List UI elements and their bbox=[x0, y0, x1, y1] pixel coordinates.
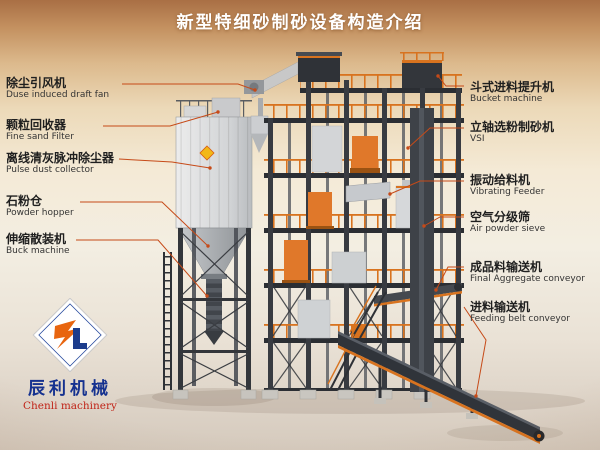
label-final-aggregate-conveyor-zh: 成品料输送机 bbox=[470, 260, 543, 274]
orange-machine-lower bbox=[282, 240, 310, 283]
label-vsi: 立轴选粉制砂机 VSI bbox=[470, 120, 554, 145]
label-vibrating-feeder: 振动给料机 Vibrating Feeder bbox=[470, 173, 544, 198]
telescopic-chute bbox=[204, 279, 224, 345]
label-pulse-dust-collector-en: Pulse dust collector bbox=[6, 165, 94, 176]
leader-lines bbox=[76, 74, 487, 398]
label-feeding-belt-conveyor-en: Feeding belt conveyor bbox=[470, 314, 570, 325]
powder-hopper bbox=[177, 227, 251, 275]
vsi-sand-maker bbox=[350, 136, 380, 173]
label-bucket-machine-en: Bucket machine bbox=[470, 94, 543, 105]
label-final-aggregate-conveyor-en: Final Aggregate conveyor bbox=[470, 274, 585, 285]
equipment-box-ground bbox=[297, 299, 331, 339]
label-fine-sand-filter-zh: 颗粒回收器 bbox=[6, 118, 67, 132]
label-draft-fan: 除尘引风机 Duse induced draft fan bbox=[6, 76, 109, 101]
label-feeding-belt-conveyor-zh: 进料输送机 bbox=[470, 300, 531, 314]
label-bucket-machine-zh: 斗式进料提升机 bbox=[470, 80, 555, 94]
label-final-aggregate-conveyor: 成品料输送机 Final Aggregate conveyor bbox=[470, 260, 585, 285]
label-air-powder-sieve-zh: 空气分级筛 bbox=[470, 210, 531, 224]
logo-name-zh: 辰利机械 bbox=[28, 379, 112, 399]
chenli-logo-mark bbox=[32, 297, 108, 373]
label-draft-fan-zh: 除尘引风机 bbox=[6, 76, 67, 90]
access-ladder bbox=[163, 252, 172, 390]
label-air-powder-sieve: 空气分级筛 Air powder sieve bbox=[470, 210, 545, 235]
label-buck-machine-zh: 伸缩散装机 bbox=[6, 232, 67, 246]
bucket-elevator bbox=[400, 52, 444, 392]
collector-brand-badge bbox=[199, 145, 215, 161]
orange-machine-mid bbox=[306, 192, 334, 229]
equipment-box bbox=[331, 251, 367, 284]
label-vsi-en: VSI bbox=[470, 134, 485, 145]
powder-classifier bbox=[311, 125, 343, 173]
logo-name-en: Chenli machinery bbox=[23, 400, 117, 412]
label-vibrating-feeder-zh: 振动给料机 bbox=[470, 173, 531, 187]
label-bucket-machine: 斗式进料提升机 Bucket machine bbox=[470, 80, 554, 105]
label-pulse-dust-collector-zh: 离线清灰脉冲除尘器 bbox=[6, 151, 115, 165]
label-buck-machine: 伸缩散装机 Buck machine bbox=[6, 232, 70, 257]
pulse-dust-collector bbox=[163, 97, 257, 400]
label-feeding-belt-conveyor: 进料输送机 Feeding belt conveyor bbox=[470, 300, 570, 325]
vibrating-feeder bbox=[345, 181, 391, 203]
fine-sand-filter-cyclone bbox=[250, 98, 269, 153]
page-title: 新型特细砂制砂设备构造介绍 bbox=[176, 13, 424, 33]
company-logo: 辰利机械 Chenli machinery bbox=[8, 297, 132, 412]
feeding-belt-conveyor bbox=[338, 331, 545, 444]
label-powder-hopper-en: Powder hopper bbox=[6, 208, 74, 219]
label-powder-hopper-zh: 石粉仓 bbox=[6, 194, 43, 208]
label-vibrating-feeder-en: Vibrating Feeder bbox=[470, 187, 545, 198]
label-air-powder-sieve-en: Air powder sieve bbox=[470, 224, 546, 235]
elevator-top-chute bbox=[298, 56, 340, 82]
label-draft-fan-en: Duse induced draft fan bbox=[6, 90, 110, 101]
label-powder-hopper: 石粉仓 Powder hopper bbox=[6, 194, 74, 219]
label-vsi-zh: 立轴选粉制砂机 bbox=[470, 120, 555, 134]
collector-support-legs bbox=[172, 228, 257, 400]
label-buck-machine-en: Buck machine bbox=[6, 246, 70, 257]
draft-fan-and-duct bbox=[244, 61, 299, 99]
label-fine-sand-filter-en: Fine sand Filter bbox=[6, 132, 74, 143]
label-fine-sand-filter: 颗粒回收器 Fine sand Filter bbox=[6, 118, 74, 143]
label-pulse-dust-collector: 离线清灰脉冲除尘器 Pulse dust collector bbox=[6, 151, 114, 176]
